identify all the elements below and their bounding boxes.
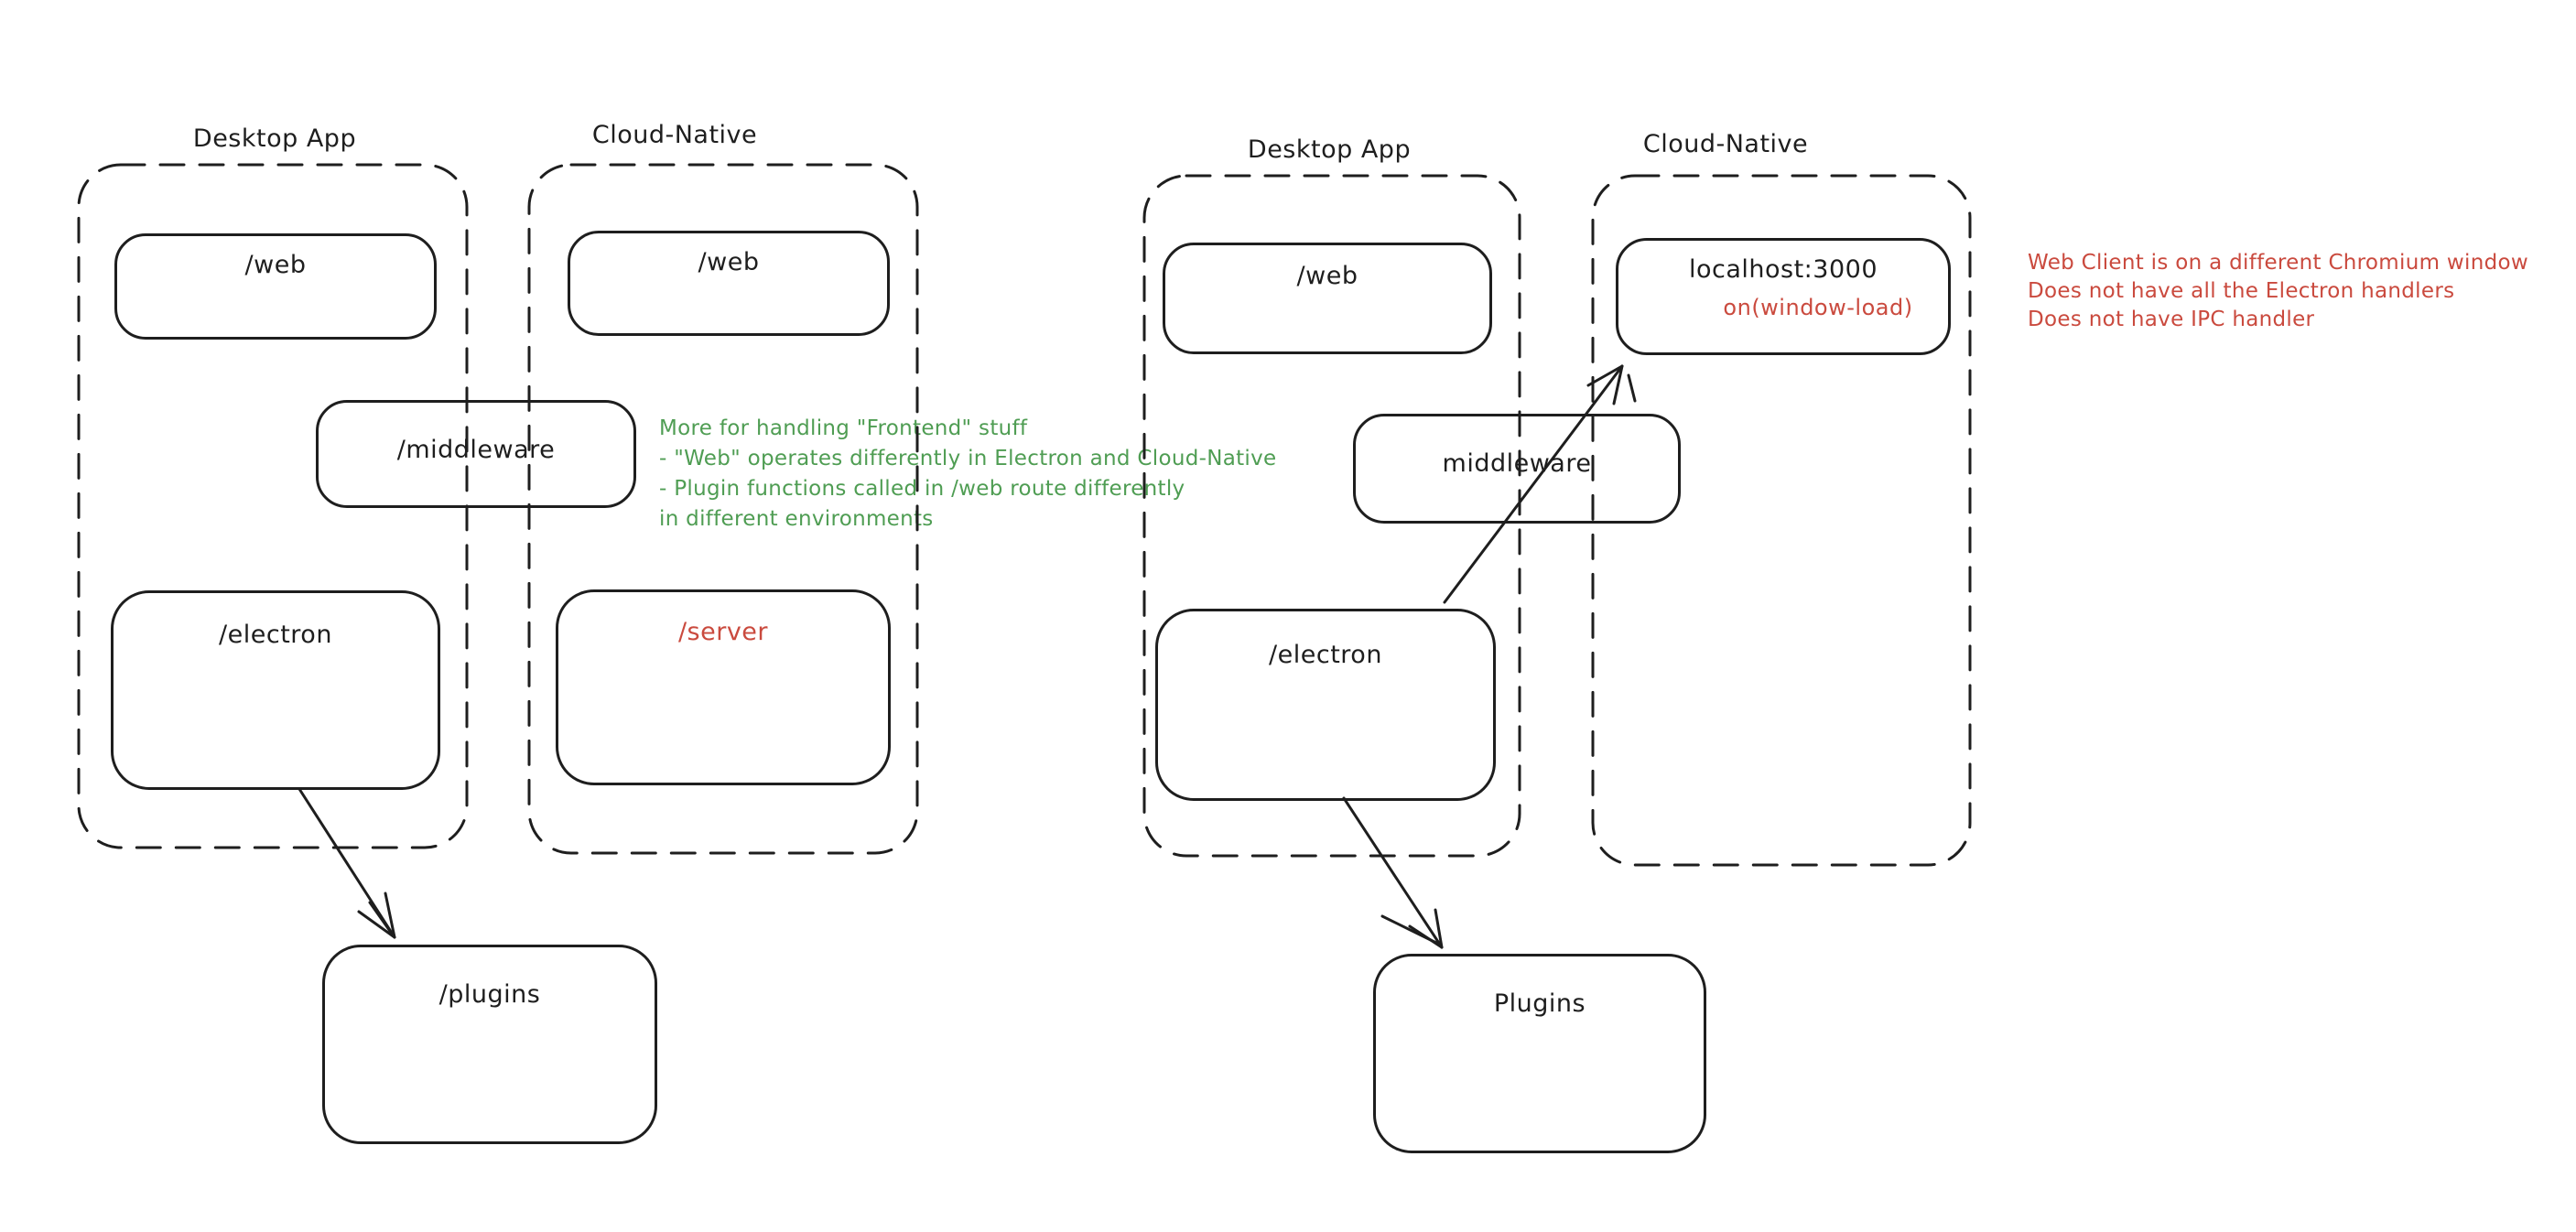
right-localhost-label: localhost:3000 — [1688, 255, 1878, 284]
right-desktop-app-title: Desktop App — [1247, 135, 1412, 164]
right-electron-label: /electron — [1269, 641, 1382, 669]
red-annotation: Web Client is on a different Chromium wi… — [2028, 249, 2528, 334]
right-middleware-box: middleware — [1353, 414, 1681, 524]
left-cloud-web-label: /web — [698, 248, 760, 276]
right-plugins-label: Plugins — [1493, 989, 1586, 1018]
right-desktop-web-box: /web — [1163, 243, 1492, 354]
left-plugins-box: /plugins — [322, 945, 657, 1144]
red-annotation-line: Web Client is on a different Chromium wi… — [2028, 251, 2528, 275]
left-desktop-app-title: Desktop App — [192, 124, 357, 153]
red-annotation-line: Does not have all the Electron handlers — [2028, 279, 2455, 303]
right-cloud-native-title: Cloud-Native — [1642, 130, 1809, 158]
left-plugins-label: /plugins — [438, 980, 541, 1009]
left-cloud-web-box: /web — [568, 231, 890, 336]
left-server-box: /server — [556, 589, 891, 785]
left-cloud-native-title: Cloud-Native — [591, 121, 758, 149]
green-annotation-line: More for handling "Frontend" stuff — [659, 416, 1028, 440]
green-annotation-line: in different environments — [659, 507, 934, 531]
right-localhost-box: localhost:3000 on(window-load) — [1616, 238, 1951, 355]
arrow-left-electron-to-plugins — [299, 789, 395, 937]
left-server-label: /server — [677, 618, 769, 646]
right-middleware-label: middleware — [1442, 449, 1592, 478]
left-middleware-label: /middleware — [396, 436, 556, 464]
green-annotation-line: - Plugin functions called in /web route … — [659, 477, 1185, 501]
right-electron-box: /electron — [1155, 609, 1496, 801]
right-plugins-box: Plugins — [1373, 954, 1706, 1153]
left-middleware-box: /middleware — [316, 400, 636, 508]
left-electron-label: /electron — [219, 621, 332, 649]
left-desktop-web-box: /web — [114, 233, 437, 340]
red-annotation-line: Does not have IPC handler — [2028, 308, 2315, 331]
right-on-window-load-label: on(window-load) — [1723, 295, 1913, 320]
left-desktop-web-label: /web — [244, 251, 307, 279]
right-desktop-web-label: /web — [1296, 262, 1358, 290]
green-annotation-line: - "Web" operates differently in Electron… — [659, 447, 1277, 470]
arrow-right-electron-to-plugins — [1344, 798, 1442, 947]
left-electron-box: /electron — [111, 590, 440, 790]
green-annotation: More for handling "Frontend" stuff - "We… — [659, 414, 1276, 535]
